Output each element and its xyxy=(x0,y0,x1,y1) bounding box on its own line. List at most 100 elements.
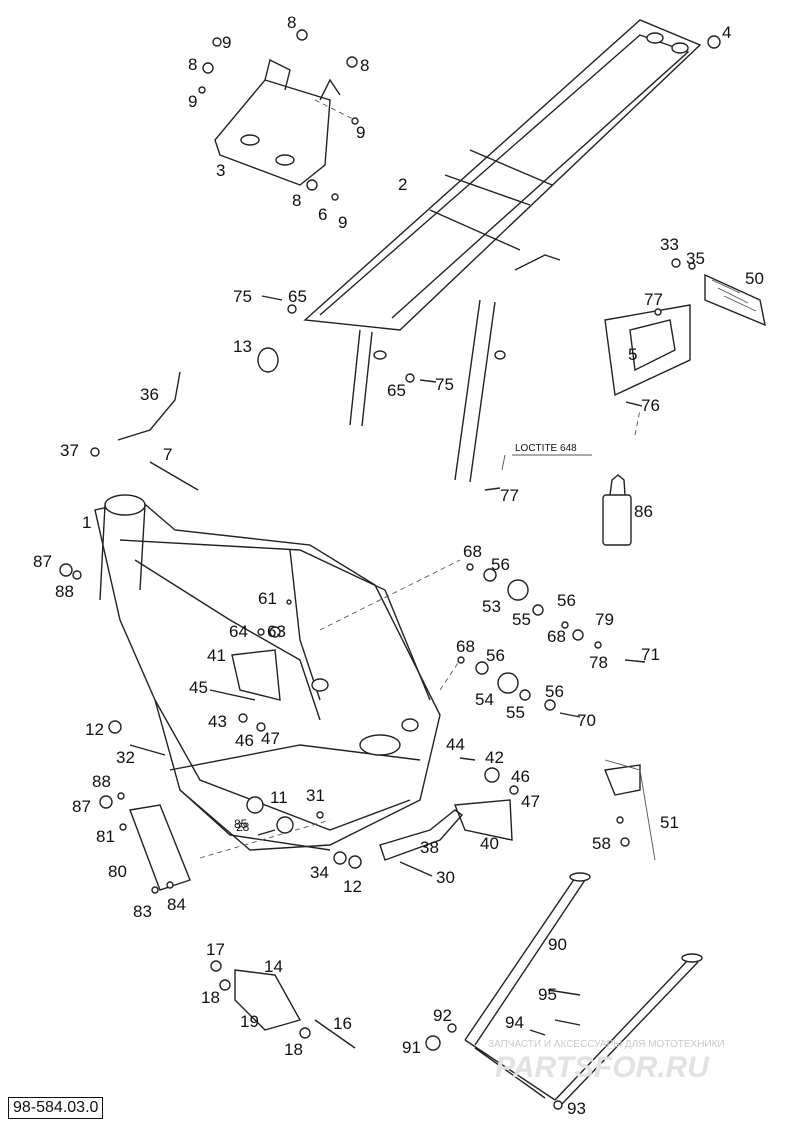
callout-label: 70 xyxy=(577,711,596,730)
callout-label: 56 xyxy=(491,555,510,574)
callout-label: 28 xyxy=(236,820,250,834)
callout-label: 7 xyxy=(163,445,172,464)
callout-label: 33 xyxy=(660,235,679,254)
callout-label: 36 xyxy=(140,385,159,404)
callout-label: 55 xyxy=(512,610,531,629)
guard-plate xyxy=(129,804,191,891)
callout-label: 56 xyxy=(557,591,576,610)
callout-label: 2 xyxy=(398,175,407,194)
callout-label: 81 xyxy=(96,827,115,846)
callout-label: 19 xyxy=(240,1012,259,1031)
callout-label: 8 xyxy=(360,56,369,75)
callout-label: 92 xyxy=(433,1006,452,1025)
callout-label: 50 xyxy=(745,269,764,288)
callout-label: 65 xyxy=(387,381,406,400)
callout-label: 75 xyxy=(233,287,252,306)
callout-label: 47 xyxy=(261,729,280,748)
callout-label: 88 xyxy=(92,772,111,791)
callout-label: 44 xyxy=(446,735,465,754)
callout-label: 16 xyxy=(333,1014,352,1033)
callout-label: 18 xyxy=(284,1040,303,1059)
callout-label: 86 xyxy=(634,502,653,521)
callout-label: 56 xyxy=(545,682,564,701)
callout-label: 58 xyxy=(592,834,611,853)
callout-label: 83 xyxy=(133,902,152,921)
callout-label: 64 xyxy=(229,622,248,641)
callout-label: 77 xyxy=(500,486,519,505)
callout-label: 9 xyxy=(222,33,231,52)
callout-label: 38 xyxy=(420,838,439,857)
loctite-bottle xyxy=(602,474,632,546)
bracket-plate xyxy=(604,759,656,861)
callout-label: 91 xyxy=(402,1038,421,1057)
callout-label: 12 xyxy=(85,720,104,739)
leader-lines xyxy=(199,99,641,859)
callout-label: 4 xyxy=(722,23,731,42)
side-stand xyxy=(464,872,703,1105)
callout-label: 13 xyxy=(233,337,252,356)
skid-plate xyxy=(214,58,341,186)
callout-label: 45 xyxy=(189,678,208,697)
right-footpeg xyxy=(454,799,513,841)
callout-label: 87 xyxy=(72,797,91,816)
callout-label: 76 xyxy=(641,396,660,415)
document-number: 98-584.03.0 xyxy=(8,1097,104,1119)
callout-label: 77 xyxy=(644,290,663,309)
callout-numbers: 1 2 3 4 5 6 7 8 8 8 8 9 9 9 9 11 12 12 1… xyxy=(33,13,764,1118)
callout-label: 47 xyxy=(521,792,540,811)
callout-label: 88 xyxy=(55,582,74,601)
callout-label: 53 xyxy=(482,597,501,616)
callout-label: 65 xyxy=(288,287,307,306)
callout-label: 9 xyxy=(338,213,347,232)
small-hardware xyxy=(59,29,721,1110)
footrest xyxy=(704,273,766,327)
main-frame xyxy=(94,494,441,851)
callout-label: 32 xyxy=(116,748,135,767)
callout-label: 80 xyxy=(108,862,127,881)
callout-label: 9 xyxy=(356,123,365,142)
callout-label: 84 xyxy=(167,895,186,914)
loctite-label: LOCTITE 648 xyxy=(515,443,577,454)
callout-label: 37 xyxy=(60,441,79,460)
watermark-line2: PARTSFOR.RU xyxy=(495,1051,710,1084)
callout-label: 1 xyxy=(82,513,91,532)
callout-label: 12 xyxy=(343,877,362,896)
callout-label: 42 xyxy=(485,748,504,767)
callout-label: 34 xyxy=(310,863,329,882)
brake-pedal xyxy=(379,809,464,861)
callout-label: 8 xyxy=(292,191,301,210)
callout-label: 63 xyxy=(267,622,286,641)
left-footpeg xyxy=(231,649,281,701)
callout-label: 40 xyxy=(480,834,499,853)
callout-label: 68 xyxy=(463,542,482,561)
vent-hose xyxy=(117,371,181,441)
callout-label: 5 xyxy=(628,345,637,364)
callout-label: 46 xyxy=(235,731,254,750)
callout-label: 51 xyxy=(660,813,679,832)
watermark-line1: ЗАПЧАСТИ И АКСЕССУАРЫ ДЛЯ МОТОТЕХНИКИ xyxy=(488,1039,725,1050)
callout-label: 30 xyxy=(436,868,455,887)
callout-label: 95 xyxy=(538,985,557,1004)
callout-label: 90 xyxy=(548,935,567,954)
callout-label: 6 xyxy=(318,205,327,224)
callout-label: 8 xyxy=(287,13,296,32)
callout-label: 78 xyxy=(589,653,608,672)
callout-label: 56 xyxy=(486,646,505,665)
callout-label: 93 xyxy=(567,1099,586,1118)
callout-label: 79 xyxy=(595,610,614,629)
watermark: ЗАПЧАСТИ И АКСЕССУАРЫ ДЛЯ МОТОТЕХНИКИ PA… xyxy=(488,1039,725,1084)
callout-label: 68 xyxy=(547,627,566,646)
callout-label: 55 xyxy=(506,703,525,722)
callout-label: 41 xyxy=(207,646,226,665)
callout-label: 18 xyxy=(201,988,220,1007)
bracket xyxy=(604,304,691,397)
callout-label: 75 xyxy=(435,375,454,394)
callout-label: 17 xyxy=(206,940,225,959)
callout-label: 11 xyxy=(270,788,288,807)
callout-label: 54 xyxy=(475,690,494,709)
callout-label: 8 xyxy=(188,55,197,74)
callout-label: 3 xyxy=(216,161,225,180)
callout-label: 85 xyxy=(234,817,248,831)
rear-subframe xyxy=(303,19,702,483)
callout-label: 43 xyxy=(208,712,227,731)
